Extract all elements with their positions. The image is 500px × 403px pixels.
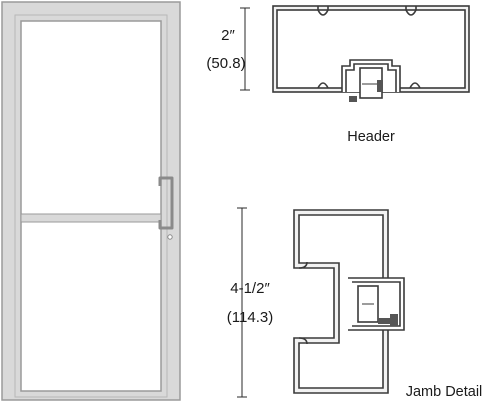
header-profile bbox=[272, 5, 470, 102]
door-glass-panel bbox=[20, 20, 162, 392]
door-mid-rail bbox=[20, 213, 162, 223]
header-dimension-inches: 2″ bbox=[221, 27, 235, 44]
lock-cylinder-icon bbox=[167, 234, 173, 240]
jamb-dimension-mm: (114.3) bbox=[227, 309, 273, 326]
jamb-profile bbox=[293, 209, 405, 394]
header-caption: Header bbox=[347, 129, 395, 145]
door-inner-bevel bbox=[14, 14, 168, 398]
header-dimension-mm: (50.8) bbox=[206, 55, 245, 72]
pull-handle-icon bbox=[158, 176, 174, 230]
door-elevation bbox=[1, 1, 181, 401]
header-dimension: 2″ (50.8) bbox=[206, 7, 250, 91]
jamb-dimension-inches: 4-1/2″ bbox=[230, 280, 270, 297]
jamb-dimension: 4-1/2″ (114.3) bbox=[227, 207, 273, 398]
jamb-caption: Jamb Detail bbox=[406, 384, 483, 400]
